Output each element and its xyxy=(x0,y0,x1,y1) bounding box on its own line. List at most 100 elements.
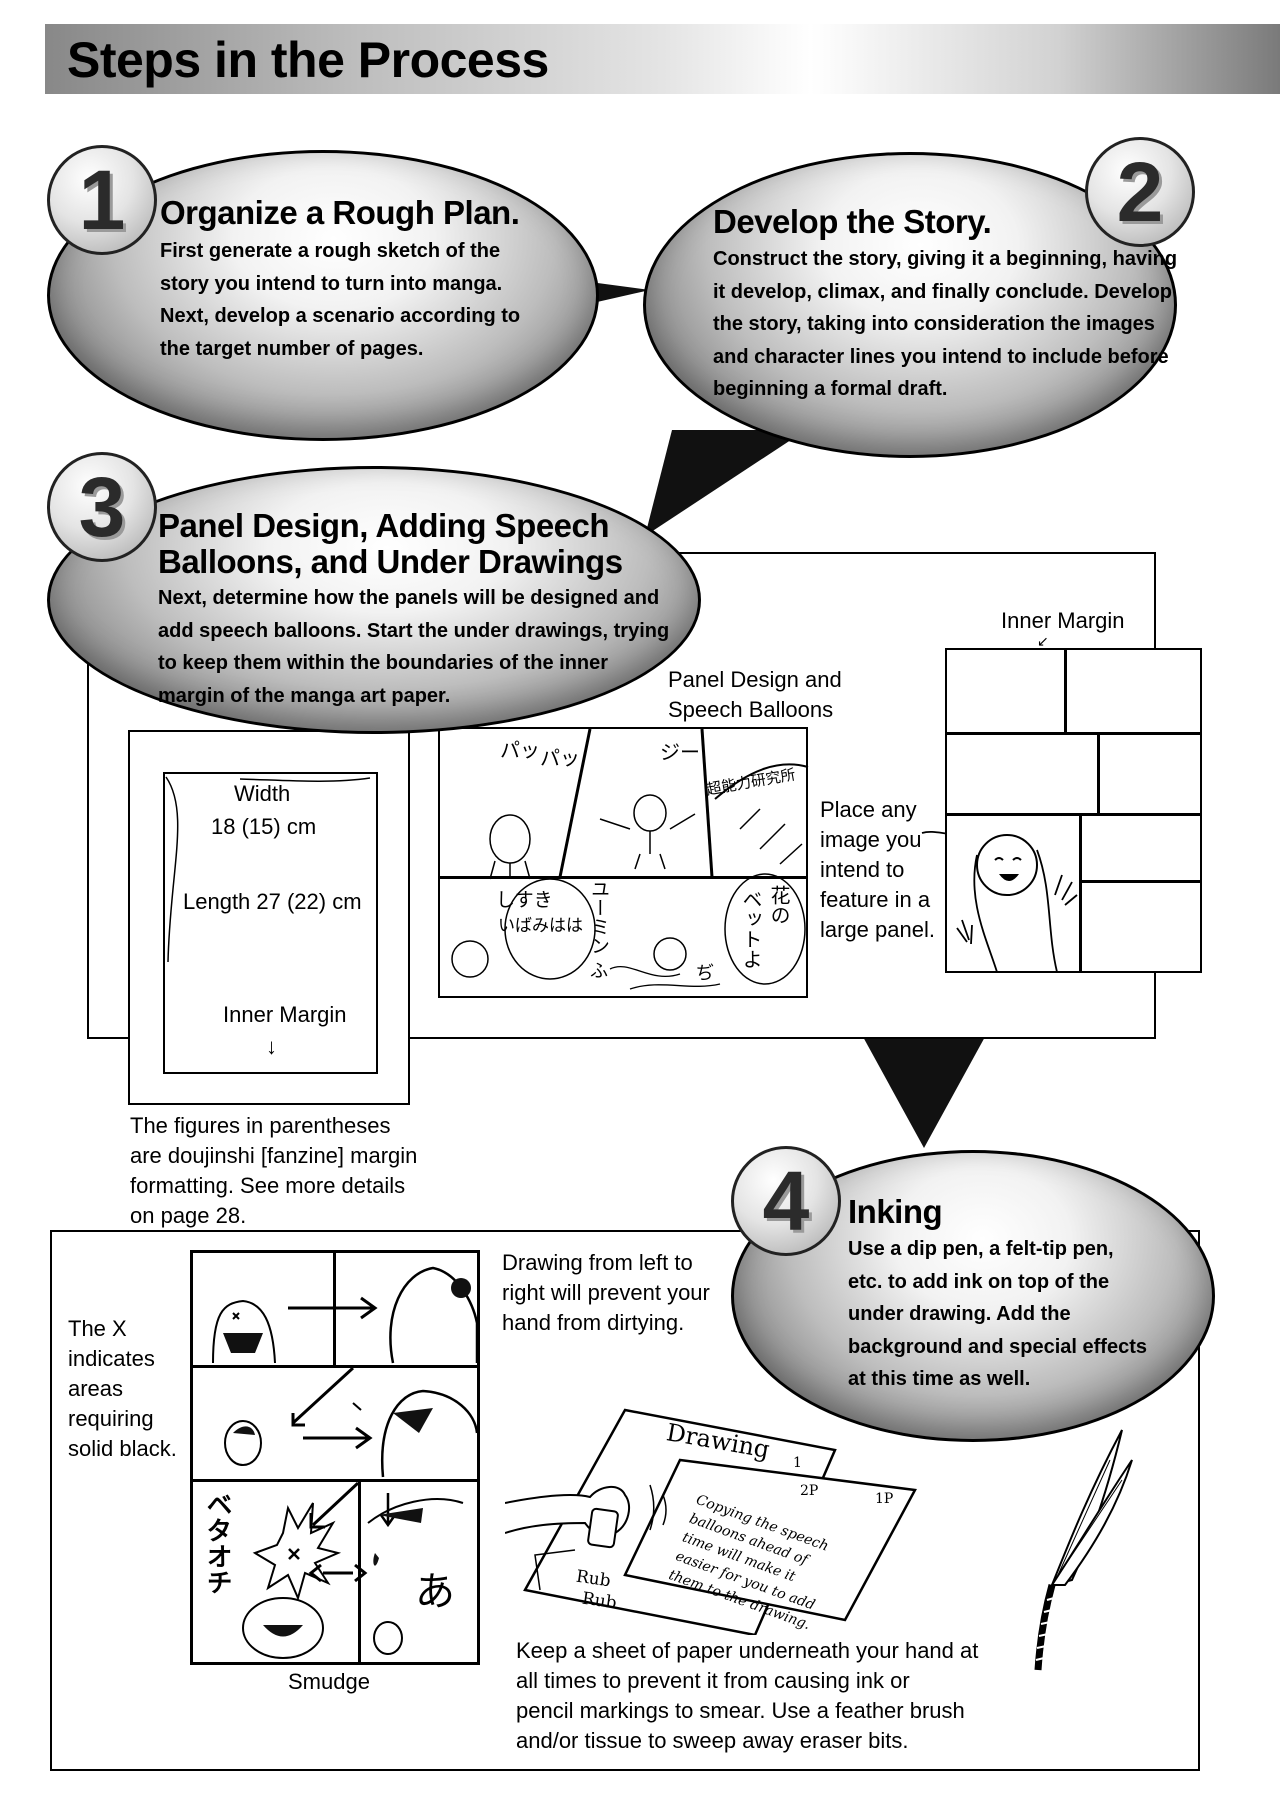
step-1-content: Organize a Rough Plan. First generate a … xyxy=(160,195,520,365)
inner-margin-box xyxy=(163,772,378,1074)
x-note: The X indicates areas requiring solid bl… xyxy=(68,1314,177,1464)
step-3-content: Panel Design, Adding Speech Balloons, an… xyxy=(158,508,669,712)
step-body: Next, determine how the panels will be d… xyxy=(158,582,669,712)
step-body-line: background and special effects xyxy=(848,1335,1147,1358)
sfx-text: ユーミン xyxy=(588,879,610,955)
footnote-line: on page 28. xyxy=(130,1203,247,1228)
step-2-number-badge: 2 xyxy=(1085,137,1195,247)
layout-divider xyxy=(947,732,1202,735)
step-body-line: Use a dip pen, a felt-tip pen, xyxy=(848,1238,1114,1260)
paper-footnote: The figures in parentheses are doujinshi… xyxy=(130,1111,417,1231)
paper-sheets-sketch xyxy=(505,1408,917,1635)
inner-margin-caption: Inner Margin xyxy=(1001,608,1125,633)
note-line: right will prevent your xyxy=(502,1280,710,1305)
step-body-line: to keep them within the boundaries of th… xyxy=(158,652,609,674)
step-body-line: story you intend to turn into manga. xyxy=(160,272,503,295)
sfx-text: ふ xyxy=(590,961,608,982)
step-body-line: Next, develop a scenario according to xyxy=(160,305,521,327)
step-4-number-badge: 4 xyxy=(731,1146,841,1256)
panel-design-caption: Panel Design and Speech Balloons xyxy=(668,665,842,725)
inking-comic-page: ベタオチ あ xyxy=(190,1250,480,1665)
paper-width-value: 18 (15) cm xyxy=(211,814,317,839)
manga-panel-sketch: パッ パッ ジー 超能力研究所 しすき ユーミン いばみはは 花の ベットよ ふ… xyxy=(438,727,809,998)
sfx-text: あ xyxy=(415,1569,455,1615)
step-title: Balloons, and Under Drawings xyxy=(158,543,623,580)
sfx-text: ぢ xyxy=(696,963,714,984)
paper-page-number: 1 xyxy=(793,1455,802,1471)
step-body-line: beginning a formal draft. xyxy=(713,378,948,400)
step-body-line: the story, taking into consideration the… xyxy=(713,313,1155,335)
note-line: intend to xyxy=(820,857,905,882)
note-line: Drawing from left to xyxy=(502,1250,693,1275)
step-body-line: under drawing. Add the xyxy=(848,1303,1071,1325)
panel-divider xyxy=(440,876,808,879)
step-body-line: add speech balloons. Start the under dra… xyxy=(158,619,670,642)
step-body-line: First generate a rough sketch of the xyxy=(160,240,501,262)
note-line: The X xyxy=(68,1316,127,1341)
sfx-text: 花の xyxy=(767,885,791,925)
connector-2-3 xyxy=(645,430,806,536)
feather-brush-icon xyxy=(1034,1429,1133,1671)
page-title: Steps in the Process xyxy=(67,32,549,88)
sfx-text: パッ xyxy=(540,746,580,770)
caption-line: Speech Balloons xyxy=(668,697,834,722)
step-title: Develop the Story. xyxy=(713,203,992,240)
note-line: Keep a sheet of paper underneath your ha… xyxy=(516,1638,979,1663)
step-body-line: etc. to add ink on top of the xyxy=(848,1270,1110,1293)
step-3-number-badge: 3 xyxy=(47,452,157,562)
note-line: hand from dirtying. xyxy=(502,1310,685,1335)
paper-page-number: 1P xyxy=(875,1491,894,1507)
page-layout-diagram xyxy=(945,648,1202,973)
paper-corner-marks xyxy=(165,776,371,963)
note-line: and/or tissue to sweep away eraser bits. xyxy=(516,1728,909,1753)
sfx-text: しすき xyxy=(496,889,553,911)
step-body-line: at this time as well. xyxy=(848,1368,1031,1390)
step-body-line: Next, determine how the panels will be d… xyxy=(158,587,660,609)
rub-text: Rub xyxy=(580,1588,618,1614)
large-panel-note: Place any image you intend to feature in… xyxy=(820,795,935,945)
step-title: Panel Design, Adding Speech xyxy=(158,507,610,544)
smudge-label: Smudge xyxy=(288,1669,370,1694)
note-line: Place any xyxy=(820,797,917,822)
bottom-note: Keep a sheet of paper underneath your ha… xyxy=(516,1636,978,1756)
step-title: Inking xyxy=(848,1193,943,1230)
left-right-note: Drawing from left to right will prevent … xyxy=(502,1248,710,1338)
step-title: Organize a Rough Plan. xyxy=(160,194,520,231)
inner-margin-arrow: ↙ xyxy=(1037,633,1049,649)
step-body-line: it develop, climax, and finally conclude… xyxy=(713,280,1173,303)
step-body-line: and character lines you intend to includ… xyxy=(713,345,1169,368)
comic-divider xyxy=(193,1365,477,1368)
note-line: requiring xyxy=(68,1406,154,1431)
sfx-text: パッ xyxy=(500,738,540,762)
note-line: all times to prevent it from causing ink… xyxy=(516,1668,910,1693)
step-1-number-badge: 1 xyxy=(47,145,157,255)
footnote-line: are doujinshi [fanzine] margin xyxy=(130,1143,418,1168)
step-2-content: Develop the Story. Construct the story, … xyxy=(713,204,1177,406)
footnote-line: formatting. See more details xyxy=(130,1173,406,1198)
step-body-line: Construct the story, giving it a beginni… xyxy=(713,248,1178,270)
sfx-text: ジー xyxy=(660,740,700,764)
paper-length-label: Length 27 (22) cm xyxy=(183,889,362,914)
step-body: First generate a rough sketch of the sto… xyxy=(160,235,520,365)
note-line: large panel. xyxy=(820,917,935,942)
step-body: Construct the story, giving it a beginni… xyxy=(713,243,1177,406)
step-body-line: margin of the manga art paper. xyxy=(158,684,451,707)
page-header: Steps in the Process xyxy=(45,24,1280,94)
connector-3-4 xyxy=(862,1035,986,1148)
large-panel-girl xyxy=(956,834,1078,972)
layout-divider xyxy=(1079,813,1082,973)
comic-divider xyxy=(193,1479,477,1482)
note-line: indicates xyxy=(68,1346,155,1371)
layout-divider xyxy=(1097,732,1100,813)
note-line: solid black. xyxy=(68,1436,177,1461)
paper-width-label: Width xyxy=(234,781,291,806)
note-line: feature in a xyxy=(820,887,931,912)
note-line: image you xyxy=(820,827,922,852)
sfx-text: いばみはは xyxy=(498,916,583,936)
step-body: Use a dip pen, a felt-tip pen, etc. to a… xyxy=(848,1233,1147,1396)
caption-line: Panel Design and xyxy=(668,667,842,692)
paper-diagram: Width 18 (15) cm Length 27 (22) cm Inner… xyxy=(128,730,410,1105)
comic-sketch xyxy=(212,1266,479,1659)
layout-divider xyxy=(1064,650,1067,732)
sfx-text: ベタオチ xyxy=(202,1491,232,1595)
